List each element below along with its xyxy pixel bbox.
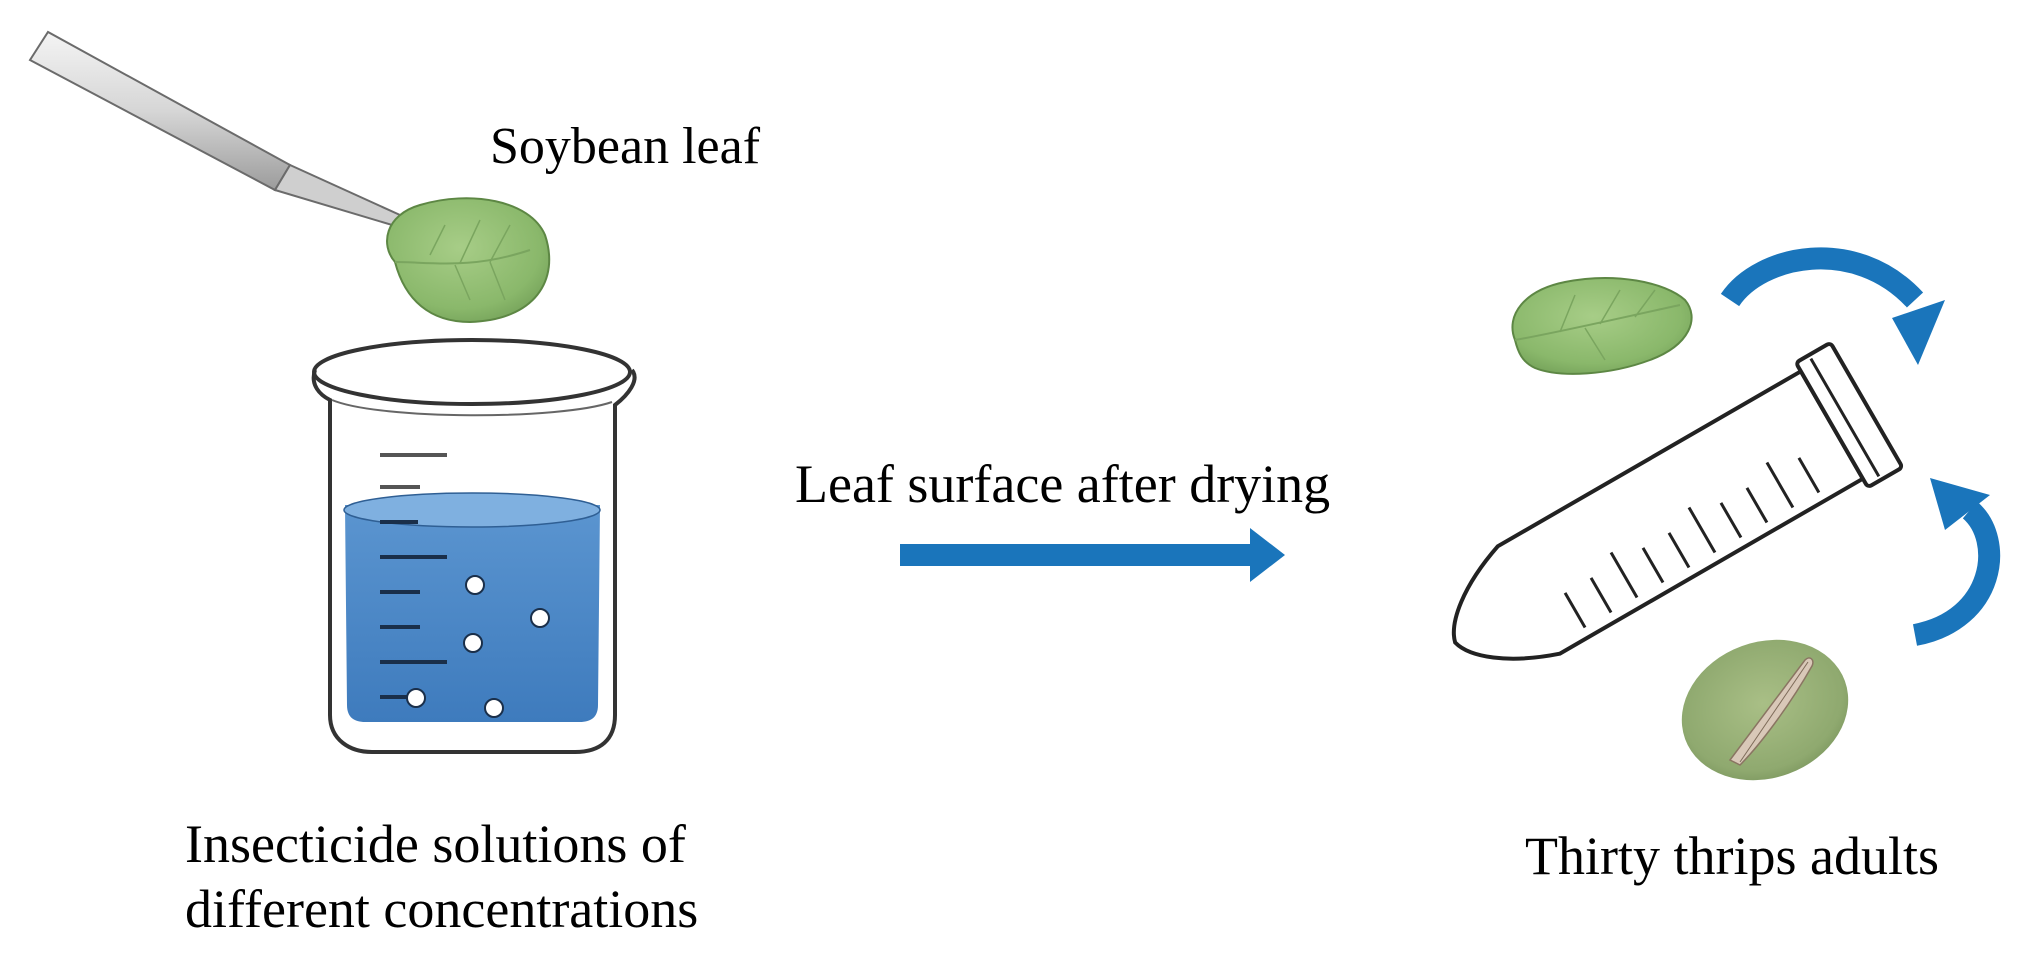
- soybean-leaf-label: Soybean leaf: [490, 118, 761, 175]
- insecticide-label-line2: different concentrations: [185, 879, 699, 939]
- curved-arrow-bottom-icon: [1912, 478, 2001, 646]
- centrifuge-tube-icon: [1451, 342, 1904, 661]
- pipette-icon: [28, 30, 411, 227]
- process-arrow-icon: [900, 528, 1285, 582]
- treated-leaf-icon: [1511, 277, 1693, 375]
- curved-arrow-top-icon: [1720, 247, 1945, 365]
- soybean-leaf-icon: [386, 197, 551, 324]
- leaf-surface-label: Leaf surface after drying: [795, 454, 1331, 514]
- beaker-icon: [311, 338, 637, 754]
- insecticide-label-line1: Insecticide solutions of: [185, 814, 686, 874]
- insecticide-label: Insecticide solutions of different conce…: [185, 812, 698, 942]
- thrips-icon: [1681, 639, 1849, 781]
- insecticide-solution: [345, 505, 600, 722]
- thrips-label: Thirty thrips adults: [1525, 826, 1939, 886]
